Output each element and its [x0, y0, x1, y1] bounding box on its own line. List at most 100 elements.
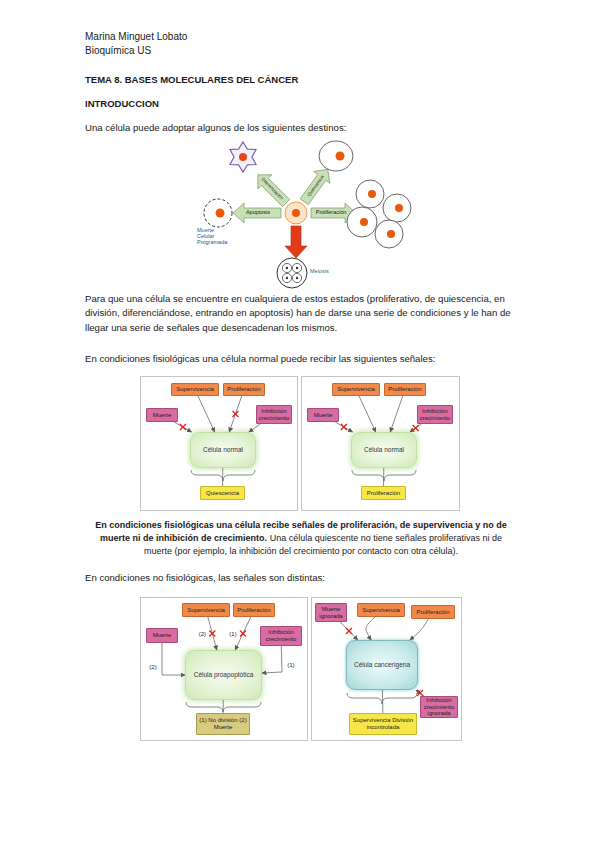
page-title: TEMA 8. BASES MOLECULARES DEL CÁNCER [85, 74, 515, 85]
daughter-cell [282, 273, 291, 282]
signal-connector [335, 422, 352, 432]
course-name: Bioquímica US [85, 44, 335, 58]
callout-number: (1) [287, 662, 294, 668]
signal-connector [198, 396, 215, 432]
body-text: En condiciones no fisiológicas, las seña… [85, 572, 517, 585]
nucleus-symbol [296, 277, 298, 279]
block-mark-stroke [180, 424, 186, 430]
signal-connector [222, 468, 223, 486]
signal-box: Proliferación [223, 383, 265, 396]
node-text: Proliferación [237, 607, 270, 614]
cell-box: Célula normal [351, 432, 417, 468]
cell-box: Célula normal [190, 432, 256, 468]
node-text: Supervivencia [362, 607, 400, 614]
signal-connector [383, 468, 384, 486]
nucleus-symbol [239, 153, 247, 161]
block-mark-stroke [413, 425, 419, 431]
section-heading: INTRODUCCION [85, 98, 335, 111]
block-mark-stroke [346, 628, 352, 634]
signal-connector [235, 617, 250, 650]
nucleus-symbol [360, 218, 368, 226]
daughter-cell [292, 263, 301, 272]
node-text: (1) No división (2) Muerte [197, 717, 249, 731]
bracket [352, 470, 416, 481]
callout-number: (2) [199, 631, 206, 637]
nucleus-symbol [336, 152, 345, 161]
signal-connector [223, 700, 224, 713]
signal-connector [410, 424, 421, 432]
fate-label: Muerte Celular Programada [197, 228, 233, 245]
node-text: Proliferación [416, 609, 449, 616]
node-text: Muerte ignorada [316, 606, 346, 620]
inhibitory-signal-box: Inhibición crecimiento [256, 405, 292, 424]
node-text: Inhibición crecimiento [418, 408, 452, 422]
cell-box: Célula cancerígena [346, 640, 418, 690]
apoptotic-cell [204, 199, 232, 227]
block-mark-stroke [413, 425, 419, 431]
outcome-box: Supervivencia División incontrolada [349, 713, 417, 735]
body-text: En condiciones fisiológicas una célula n… [85, 353, 517, 366]
block-mark-stroke [232, 411, 238, 417]
node-text: Muerte [314, 412, 333, 419]
panel-frame [141, 598, 308, 741]
node-text: Inhibición crecimiento ignorada [421, 697, 457, 718]
signal-connector [410, 619, 428, 640]
arrow-label: Diferenciación [260, 177, 284, 201]
block-mark-stroke [341, 424, 347, 430]
outcome-box: Quiescencia [200, 486, 245, 500]
outcome-box: (1) No división (2) Muerte [196, 713, 250, 735]
bracket [186, 702, 261, 712]
outcome-box: Proliferación [361, 486, 406, 500]
block-mark-stroke [240, 631, 246, 637]
signal-connector [162, 643, 185, 675]
block-mark-stroke [209, 631, 215, 637]
node-text: Muerte [153, 632, 172, 639]
signal-connector [249, 424, 260, 432]
signal-connector [366, 617, 375, 640]
body-text: Para que una célula se encuentre en cual… [85, 292, 517, 335]
inhibitory-signal-box: Inhibición crecimiento ignorada [420, 696, 458, 718]
meiosis-cell [277, 258, 307, 288]
node-text: Muerte [153, 412, 172, 419]
inhibitory-signal-box: Muerte [307, 408, 339, 422]
fate-label: Meiosis [310, 268, 350, 275]
block-mark [240, 631, 246, 637]
node-text: Inhibición crecimiento [257, 408, 291, 422]
node-text: Inhibición crecimiento [261, 629, 301, 643]
proliferating-cell [383, 194, 411, 222]
proliferating-cell [375, 220, 403, 248]
node-text: Supervivencia [187, 607, 225, 614]
signal-box: Proliferación [411, 605, 455, 619]
signal-connector [174, 422, 191, 432]
nucleus-symbol [368, 190, 376, 198]
block-mark [346, 628, 352, 634]
daughter-cell [282, 263, 291, 272]
nucleus-symbol [292, 209, 300, 217]
node-text: Supervivencia [337, 386, 375, 393]
nucleus-symbol [395, 204, 403, 212]
quiescent-cell [319, 141, 353, 171]
callout-number: (1) [229, 631, 236, 637]
signal-connector [382, 690, 383, 713]
fate-arrow [233, 203, 281, 223]
block-mark-stroke [180, 424, 186, 430]
panel-frame [312, 598, 462, 741]
node-text: Proliferación [227, 386, 260, 393]
proliferating-cell [356, 180, 384, 208]
block-mark [180, 424, 186, 430]
panel-frame [302, 377, 460, 511]
nucleus-symbol [286, 277, 288, 279]
node-text: Célula normal [203, 446, 243, 453]
signal-box: Supervivencia [182, 603, 230, 617]
signal-connector [208, 617, 217, 650]
block-mark [341, 424, 347, 430]
nucleus-symbol [387, 230, 395, 238]
node-text: Quiescencia [206, 490, 239, 497]
signal-connector [390, 396, 402, 432]
nucleus-symbol [286, 267, 288, 269]
inhibitory-signal-box: Muerte [146, 408, 178, 422]
node-text: Proliferación [367, 490, 400, 497]
node-text: Proliferación [388, 386, 421, 393]
block-mark-stroke [209, 631, 215, 637]
